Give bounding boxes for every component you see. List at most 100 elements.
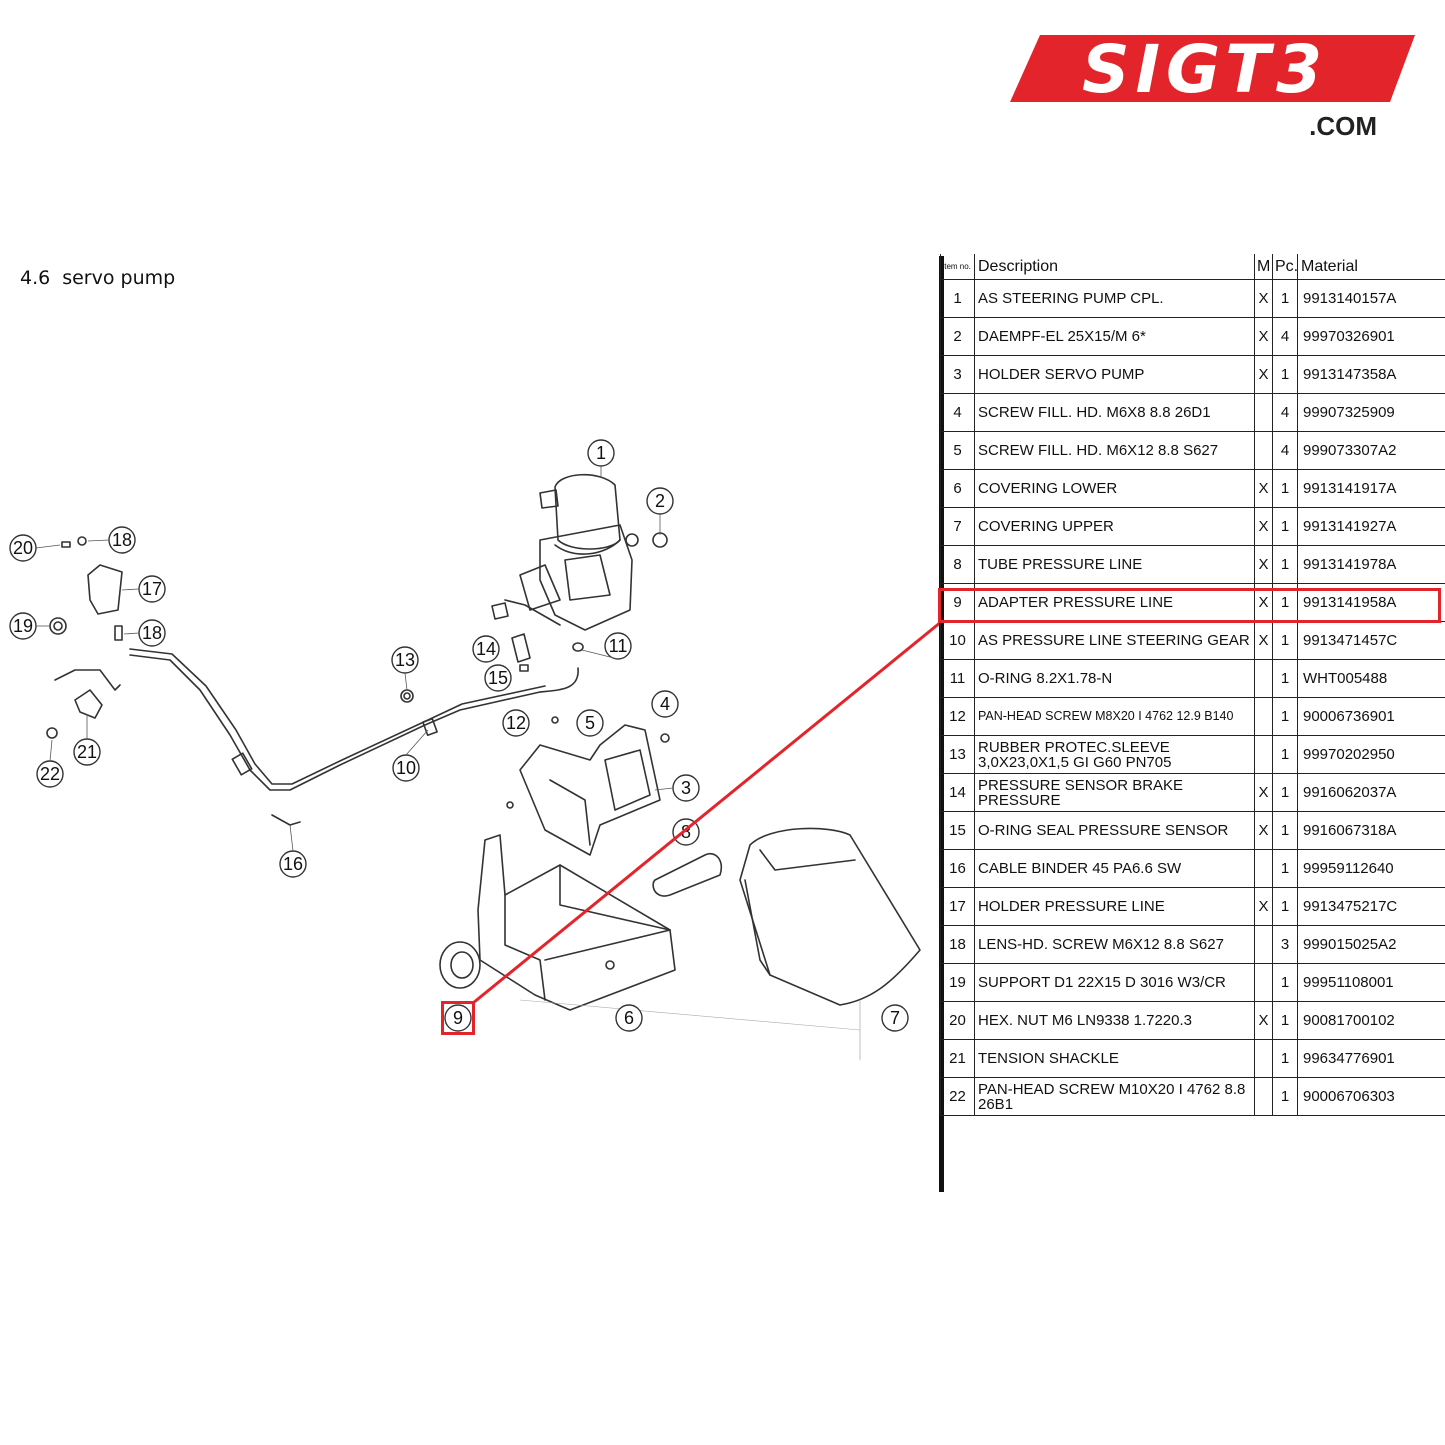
cell-description: PAN-HEAD SCREW M10X20 I 4762 8.8 26B1	[974, 1077, 1255, 1116]
cell-m	[1254, 1039, 1273, 1078]
svg-text:15: 15	[488, 668, 508, 688]
callout-13[interactable]: 13	[391, 646, 419, 674]
cell-description: SCREW FILL. HD. M6X8 8.8 26D1	[974, 393, 1255, 432]
callout-9[interactable]: 9	[444, 1004, 472, 1032]
cell-m: X	[1254, 545, 1273, 584]
callout-1[interactable]: 1	[587, 439, 615, 467]
cell-material: 9913147358A	[1297, 355, 1445, 394]
callout-7[interactable]: 7	[881, 1004, 909, 1032]
callout-17[interactable]: 17	[138, 575, 166, 603]
callout-10[interactable]: 10	[392, 754, 420, 782]
cell-item-no: 3	[940, 355, 975, 394]
cell-pc: 3	[1272, 925, 1298, 964]
header-description: Description	[974, 254, 1255, 280]
callout-18-bottom[interactable]: 18	[138, 619, 166, 647]
cell-m: X	[1254, 1001, 1273, 1040]
svg-text:17: 17	[142, 579, 162, 599]
callout-6[interactable]: 6	[615, 1004, 643, 1032]
cell-pc: 1	[1272, 849, 1298, 888]
cell-pc: 1	[1272, 507, 1298, 546]
callout-11[interactable]: 11	[604, 632, 632, 660]
cell-item-no: 15	[940, 811, 975, 850]
cell-m: X	[1254, 507, 1273, 546]
cell-material: 90006736901	[1297, 697, 1445, 736]
callout-8[interactable]: 8	[672, 818, 700, 846]
cell-pc: 1	[1272, 279, 1298, 318]
callout-20[interactable]: 20	[9, 534, 37, 562]
cell-m: X	[1254, 279, 1273, 318]
highlight-callout-box	[441, 1001, 475, 1035]
section-name: servo pump	[62, 267, 176, 289]
callout-15[interactable]: 15	[484, 664, 512, 692]
svg-text:20: 20	[13, 538, 33, 558]
cell-material: 99634776901	[1297, 1039, 1445, 1078]
cell-item-no: 20	[940, 1001, 975, 1040]
header-pc: Pc.	[1272, 254, 1298, 280]
cell-item-no: 6	[940, 469, 975, 508]
cell-material: WHT005488	[1297, 659, 1445, 698]
cell-material: 99959112640	[1297, 849, 1445, 888]
callout-18-top[interactable]: 18	[108, 526, 136, 554]
header-item-no: Item no.	[940, 254, 975, 280]
callout-16[interactable]: 16	[279, 850, 307, 878]
cell-pc: 1	[1272, 659, 1298, 698]
callout-5[interactable]: 5	[576, 709, 604, 737]
cell-m: X	[1254, 811, 1273, 850]
svg-text:4: 4	[660, 694, 670, 714]
cell-description: HOLDER SERVO PUMP	[974, 355, 1255, 394]
cell-material: 90006706303	[1297, 1077, 1445, 1116]
logo-suffix: .COM	[1309, 111, 1377, 141]
cell-m: X	[1254, 621, 1273, 660]
cell-description: AS PRESSURE LINE STEERING GEAR	[974, 621, 1255, 660]
svg-text:18: 18	[142, 623, 162, 643]
sigt3-logo: SIGT3 .COM	[1010, 31, 1415, 141]
callout-4[interactable]: 4	[651, 690, 679, 718]
cell-description: PAN-HEAD SCREW M8X20 I 4762 12.9 B140	[974, 697, 1255, 736]
callout-3[interactable]: 3	[672, 774, 700, 802]
cell-item-no: 17	[940, 887, 975, 926]
cell-description: O-RING 8.2X1.78-N	[974, 659, 1255, 698]
callout-22[interactable]: 22	[36, 760, 64, 788]
callout-14[interactable]: 14	[472, 635, 500, 663]
cell-material: 999015025A2	[1297, 925, 1445, 964]
cell-m	[1254, 735, 1273, 774]
cell-m: X	[1254, 773, 1273, 812]
cell-material: 99970202950	[1297, 735, 1445, 774]
svg-text:7: 7	[890, 1008, 900, 1028]
cell-description: COVERING UPPER	[974, 507, 1255, 546]
callout-2[interactable]: 2	[646, 487, 674, 515]
callout-21[interactable]: 21	[73, 738, 101, 766]
cell-material: 99951108001	[1297, 963, 1445, 1002]
cell-description: SUPPORT D1 22X15 D 3016 W3/CR	[974, 963, 1255, 1002]
logo-wordmark: SIGT3	[1082, 31, 1328, 108]
cell-m	[1254, 849, 1273, 888]
cell-pc: 1	[1272, 469, 1298, 508]
callout-19[interactable]: 19	[9, 612, 37, 640]
cell-description: SCREW FILL. HD. M6X12 8.8 S627	[974, 431, 1255, 470]
callout-12[interactable]: 12	[502, 709, 530, 737]
cell-pc: 1	[1272, 355, 1298, 394]
cell-m: X	[1254, 355, 1273, 394]
